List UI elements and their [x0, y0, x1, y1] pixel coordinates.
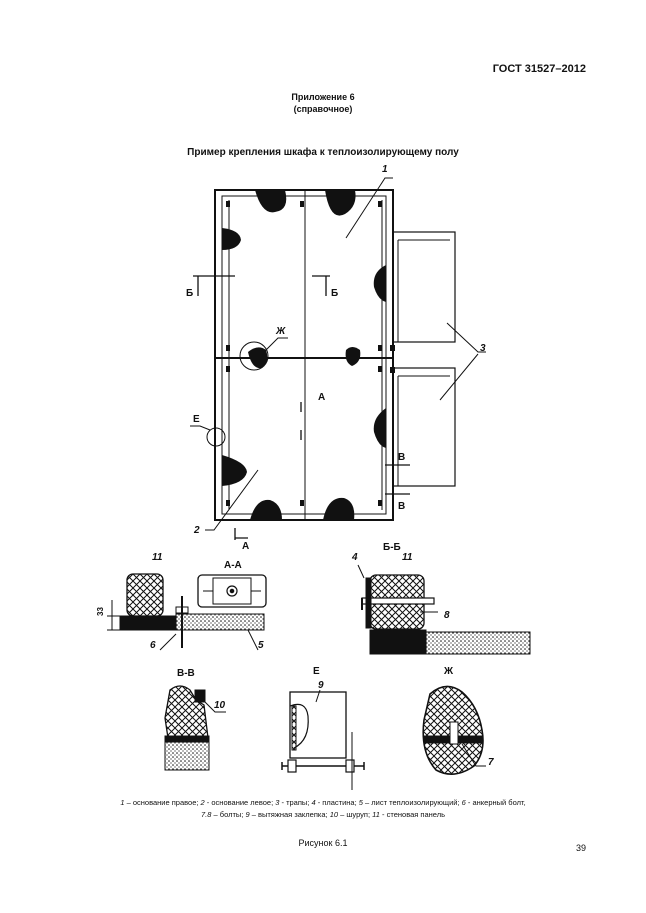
label-section-zh: Ж [444, 666, 454, 677]
section-zh [422, 685, 486, 775]
mark-b-right: Б [331, 288, 339, 299]
appendix-subtitle: (справочное) [293, 104, 353, 114]
section-bb [357, 564, 531, 655]
mark-v-bottom: В [398, 501, 406, 512]
callout-11-right: 11 [402, 552, 413, 563]
figure-legend: 1 – основание правое; 2 - основание лево… [40, 797, 606, 821]
legend-item: 5 – лист теплоизолирующий; [358, 798, 462, 807]
callout-11-left: 11 [152, 552, 163, 563]
legend-item: 3 - трапы; [275, 798, 312, 807]
appendix-title: Приложение 6 [291, 92, 355, 102]
plan-view [190, 177, 486, 540]
mark-zh: Ж [276, 326, 286, 337]
dimension-33: 33 [96, 607, 105, 616]
legend-line-2: 7.8 – болты; 9 – вытяжная заклепка; 10 –… [40, 809, 606, 821]
figure-caption: Рисунок 6.1 [298, 838, 348, 848]
legend-item: 11 - стеновая панель [372, 810, 445, 819]
label-section-bb: Б-Б [383, 542, 401, 553]
mark-b-left: Б [186, 288, 194, 299]
mark-a-top: А [318, 392, 326, 403]
page-number: 39 [575, 843, 586, 853]
callout-4: 4 [352, 552, 358, 563]
callout-2: 2 [194, 525, 200, 536]
callout-7: 7 [488, 757, 494, 768]
standard-number: ГОСТ 31527–2012 [492, 63, 586, 75]
label-section-vv: В-В [177, 668, 195, 679]
callout-1: 1 [382, 164, 388, 175]
mark-e: Е [193, 414, 200, 425]
callout-8: 8 [444, 610, 450, 621]
callout-9: 9 [318, 680, 324, 691]
callout-3: 3 [480, 343, 486, 354]
callout-10: 10 [214, 700, 226, 711]
legend-item: 7.8 – болты; [201, 810, 246, 819]
mark-v-top: В [398, 452, 406, 463]
label-section-e: Е [313, 666, 320, 677]
legend-item: 9 – вытяжная заклепка; [245, 810, 330, 819]
section-floor-left [107, 573, 265, 651]
figure-title: Пример крепления шкафа к теплоизолирующе… [187, 147, 459, 158]
mark-a-bottom: А [242, 541, 250, 552]
label-section-aa: А-А [224, 560, 242, 571]
section-aa [197, 574, 267, 608]
legend-line-1: 1 – основание правое; 2 - основание лево… [40, 797, 606, 809]
legend-item: 4 - пластина; [311, 798, 359, 807]
legend-item: 6 - анкерный болт, [461, 798, 526, 807]
section-vv [164, 685, 226, 771]
legend-item: 2 - основание левое; [200, 798, 276, 807]
callout-6: 6 [150, 640, 156, 651]
legend-item: 1 – основание правое; [120, 798, 201, 807]
callout-5: 5 [258, 640, 264, 651]
section-e [281, 689, 365, 790]
legend-item: 10 – шуруп; [329, 810, 373, 819]
